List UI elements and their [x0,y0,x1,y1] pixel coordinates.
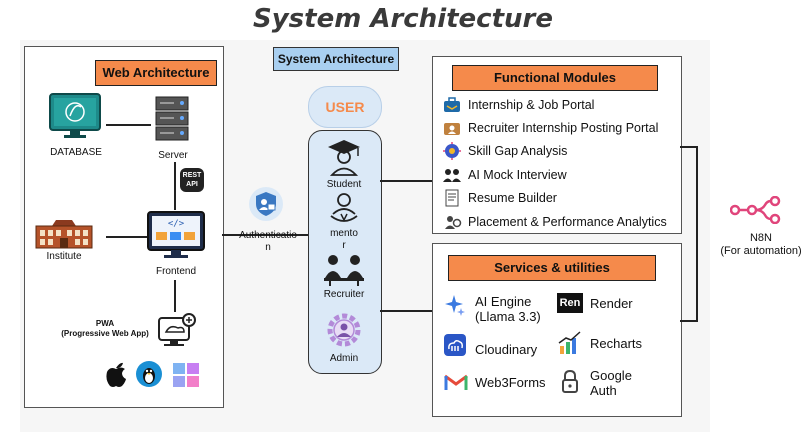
google-auth-label: Google Auth [590,368,632,398]
server-label: Server [158,150,188,161]
admin-gear-icon [327,313,361,347]
recharts-label: Recharts [590,336,643,351]
connector-db-server [106,124,151,126]
ai-engine-sparkle-icon [445,295,465,316]
pwa-title: PWA [95,319,115,328]
n8n-label: N8N (For automation) [718,232,804,258]
rest-api-text-line1: REST [182,172,202,179]
skill-gap-icon [443,142,461,160]
module-item: AI Mock Interview [442,163,667,186]
institute-building-icon [35,220,93,249]
module-label: Resume Builder [468,191,557,205]
ai-engine-label-line2: (Llama 3.3) [475,309,541,324]
institute-label: Institute [46,251,82,262]
connector-frontend-pwa [174,280,176,312]
module-item: Recruiter Internship Posting Portal [442,116,667,139]
recharts-chart-icon [558,331,581,354]
lock-icon [562,370,578,393]
services-label: Services & utilities [448,255,656,281]
mock-interview-icon [443,168,461,182]
module-label: Internship & Job Portal [468,97,595,112]
connector-web-users [222,234,308,236]
rest-api-text-line2: API [186,181,198,188]
connector-institute-frontend [106,236,148,238]
google-auth-label-line2: Auth [590,383,617,398]
authentication-label-line2: n [265,242,271,253]
database-label: DATABASE [50,147,102,158]
cloudinary-logo-icon [444,334,466,356]
bracket-vertical [696,146,698,322]
recruiter-posting-icon [444,122,460,135]
authentication-shield-icon [249,187,283,221]
google-auth-label-line1: Google [590,368,632,383]
user-student-label: Student [326,179,362,190]
module-item: Placement & Performance Analytics [442,210,667,234]
user-admin-label: Admin [329,353,359,364]
module-item: Internship & Job Portal [442,93,667,116]
pwa-device-icon [158,313,196,346]
connector-users-services [380,310,432,312]
connector-server-frontend [174,162,176,210]
render-logo-icon: Ren [557,293,583,313]
bracket-top-arm [680,146,698,148]
resume-document-icon [445,189,459,207]
apple-icon [106,362,126,387]
module-label: Skill Gap Analysis [468,144,568,158]
web-architecture-label: Web Architecture [95,60,217,86]
database-monitor-icon [49,93,101,138]
analytics-person-icon [445,216,462,229]
user-header: USER [308,86,382,128]
module-label: Recruiter Internship Posting Portal [468,120,659,135]
pwa-subtitle: (Progressive Web App) [61,329,149,338]
n8n-title: N8N [749,232,772,244]
module-item: Skill Gap Analysis [442,139,667,163]
module-item: Resume Builder [442,186,667,210]
module-list: Internship & Job Portal Recruiter Intern… [442,93,667,234]
n8n-logo-icon [730,196,781,224]
rest-api-badge: REST API [180,168,204,192]
gmail-web3forms-icon [444,374,468,390]
ai-engine-label: AI Engine (Llama 3.3) [475,294,541,324]
pwa-label: PWA (Progressive Web App) [60,319,150,339]
module-label: AI Mock Interview [468,167,567,182]
frontend-label: Frontend [155,266,197,277]
user-recruiter-label: Recruiter [323,289,365,300]
user-mentor-label-line2: r [342,240,346,251]
linux-icon [136,361,162,387]
functional-modules-label: Functional Modules [452,65,658,91]
bracket-bottom-arm [680,320,698,322]
module-label: Placement & Performance Analytics [468,215,667,229]
student-graduate-icon [328,140,360,176]
user-mentor-label-line1: mento [330,228,358,239]
render-label: Render [590,296,633,311]
authentication-label-line1: Authenticatio [239,230,297,241]
center-architecture-label: System Architecture [273,47,399,71]
cloudinary-label: Cloudinary [475,342,538,357]
windows-icon [173,363,199,387]
recruiter-interview-icon [324,255,364,286]
user-mentor-label: mento r [314,228,374,252]
n8n-subtitle: (For automation) [720,245,802,257]
svg-text:</>: </> [168,219,185,229]
page-title: System Architecture [252,4,553,34]
web3forms-label: Web3Forms [475,375,546,390]
authentication-label: Authenticatio n [230,230,306,254]
connector-users-modules [380,180,432,182]
frontend-monitor-icon: </> [147,211,205,258]
ai-engine-label-line1: AI Engine [475,294,532,309]
briefcase-handshake-icon [444,96,460,112]
mentor-icon [330,193,358,222]
server-rack-icon [155,96,189,141]
